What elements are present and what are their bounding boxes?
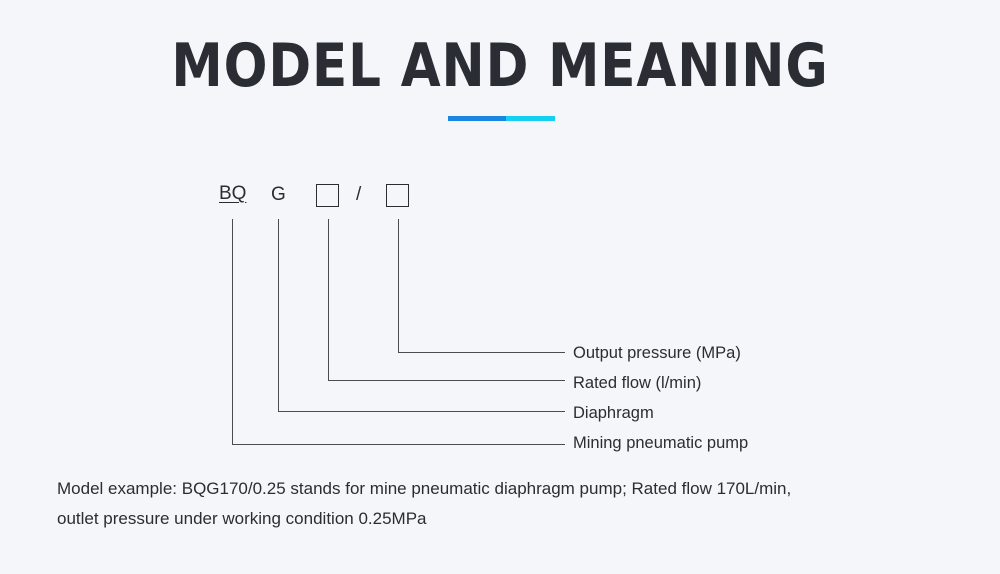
connector-output-pressure bbox=[398, 219, 565, 353]
legend-diaphragm: Diaphragm bbox=[573, 404, 654, 422]
code-prefix-bq: BQ bbox=[219, 183, 247, 204]
code-separator: / bbox=[356, 184, 362, 205]
connector-diaphragm bbox=[278, 219, 565, 412]
underline-segment-dark bbox=[448, 116, 506, 121]
legend-output-pressure: Output pressure (MPa) bbox=[573, 344, 741, 362]
connector-mining-pump bbox=[232, 219, 565, 445]
code-letter-g: G bbox=[271, 184, 286, 205]
connector-rated-flow bbox=[328, 219, 565, 381]
legend-rated-flow: Rated flow (l/min) bbox=[573, 374, 702, 392]
output-pressure-placeholder-box bbox=[386, 184, 409, 207]
rated-flow-placeholder-box bbox=[316, 184, 339, 207]
model-example-line-2: outlet pressure under working condition … bbox=[57, 509, 427, 528]
underline-segment-light bbox=[506, 116, 555, 121]
legend-mining-pneumatic-pump: Mining pneumatic pump bbox=[573, 434, 749, 452]
page-title: MODEL AND MEANING bbox=[171, 31, 829, 101]
model-example-text: Model example: BQG170/0.25 stands for mi… bbox=[57, 474, 937, 534]
title-underline bbox=[448, 116, 555, 121]
model-example-line-1: Model example: BQG170/0.25 stands for mi… bbox=[57, 479, 792, 498]
